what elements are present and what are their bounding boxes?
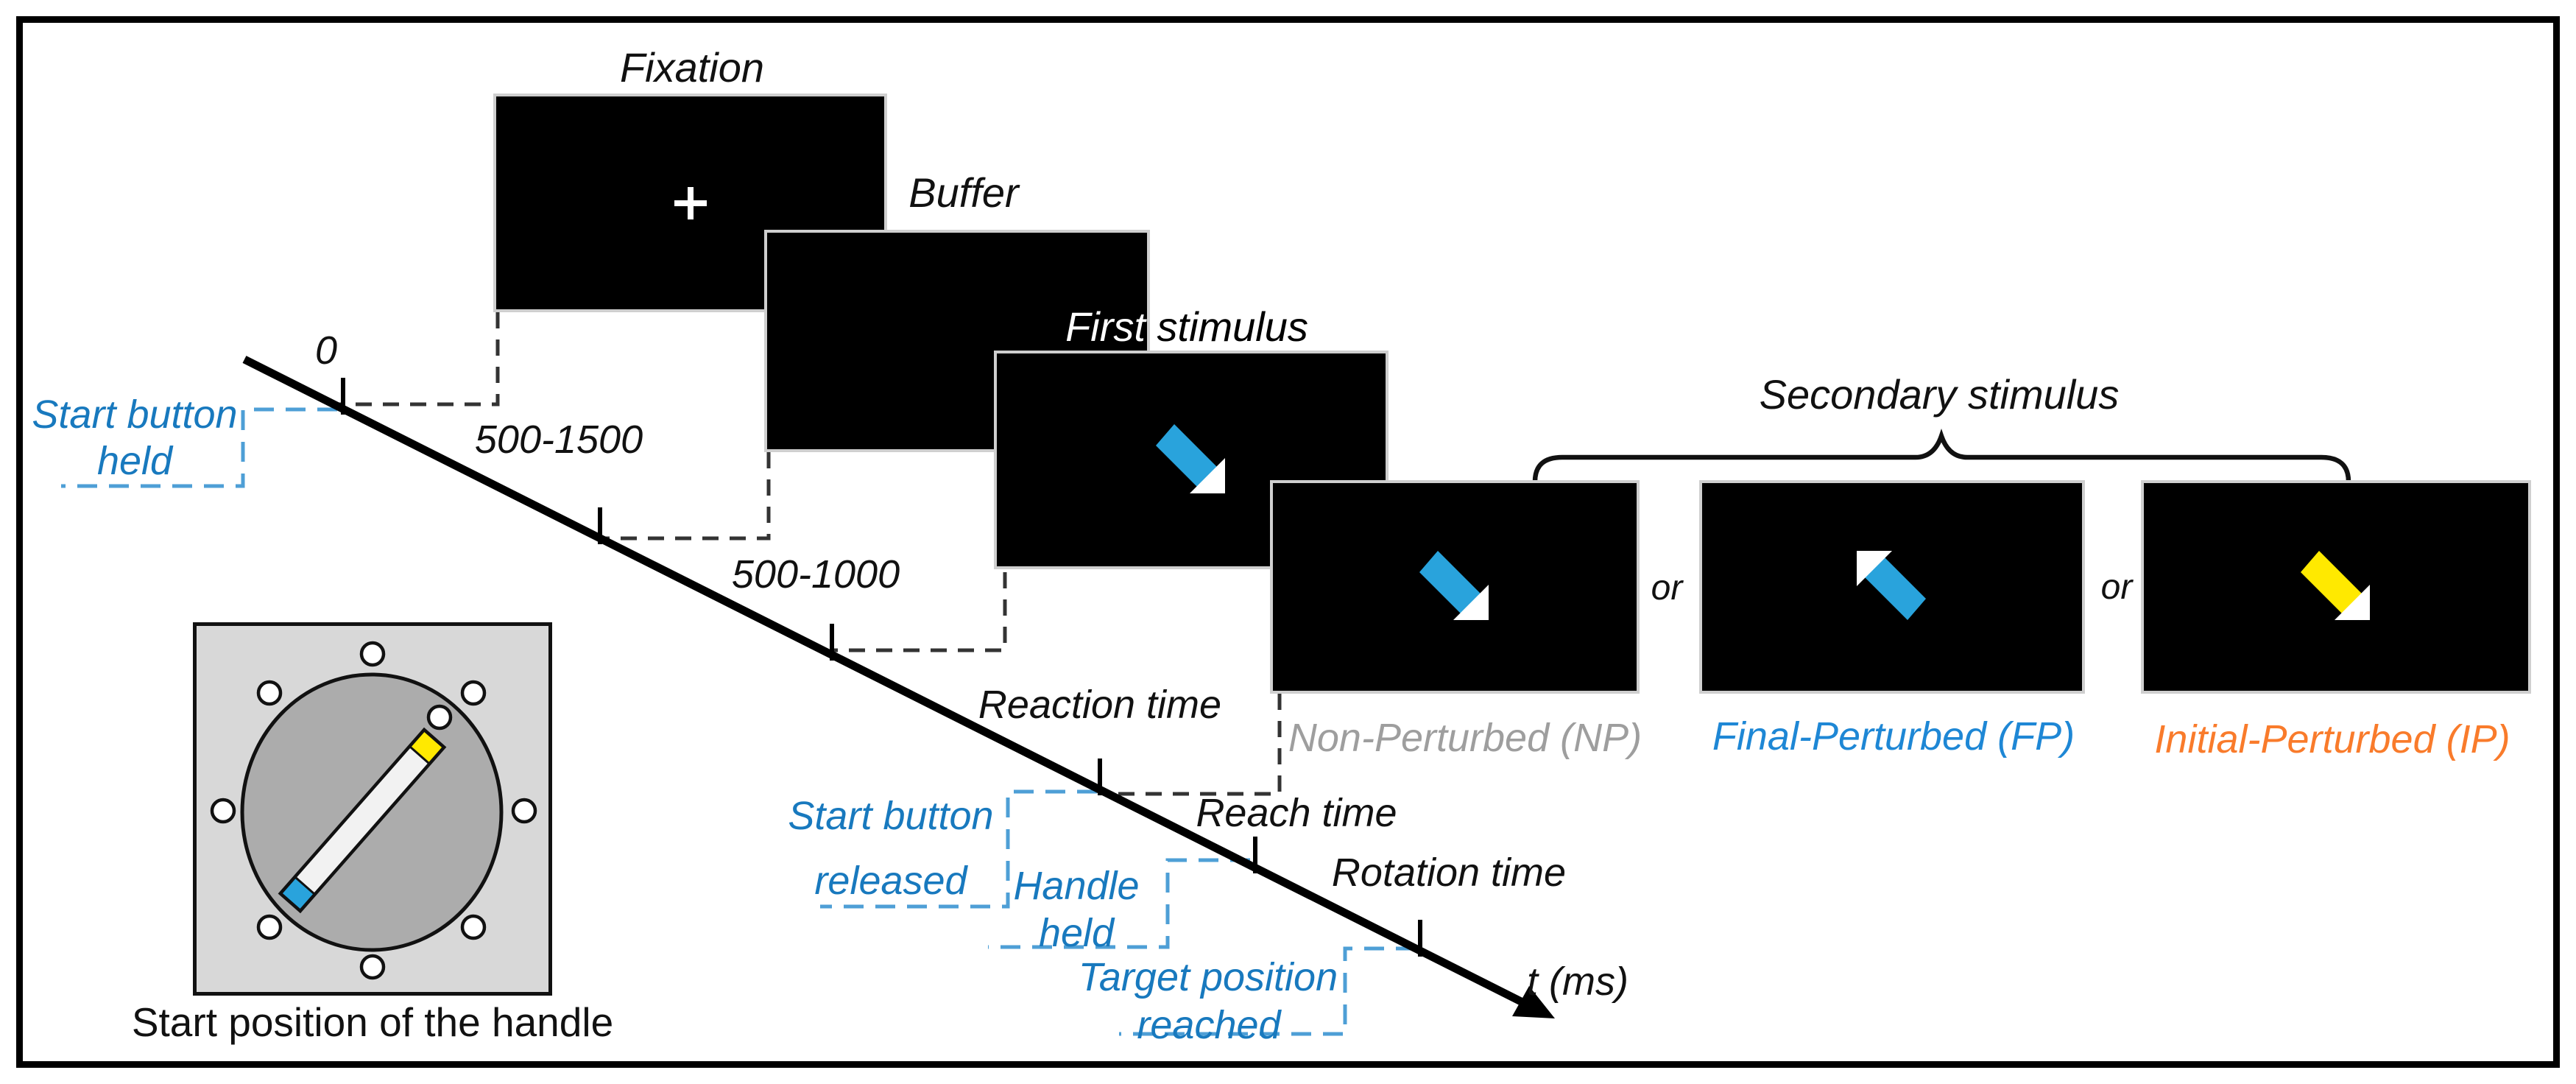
- timeline-axis-label: t (ms): [1527, 960, 1628, 1004]
- device-target-hole: [426, 704, 453, 731]
- event-label-start-button-released-line1: Start button: [788, 794, 994, 838]
- stage-label-first-stimulus: First stimulus: [1065, 303, 1308, 350]
- event-label-target-position-reached-line2: reached: [1137, 1003, 1281, 1047]
- timeline-origin-label: 0: [314, 328, 338, 373]
- figure-frame: [16, 16, 2560, 1068]
- stage-onset-dashed-connectors: [339, 312, 1282, 796]
- event-label-start-button-held-line1: Start button: [32, 393, 238, 437]
- timeline-axis: [242, 356, 1555, 1018]
- event-label-handle-held-line2: held: [1038, 911, 1115, 955]
- interval-label-reaction-time: Reaction time: [978, 683, 1222, 727]
- interval-label-reach-time: Reach time: [1196, 791, 1397, 835]
- condition-label-np: Non-Perturbed (NP): [1288, 716, 1642, 760]
- event-dashed-connectors: [61, 407, 1416, 1036]
- interval-label-buffer-duration: 500-1000: [731, 552, 900, 596]
- stage-label-fixation: Fixation: [619, 44, 765, 91]
- condition-label-ip: Initial-Perturbed (IP): [2154, 717, 2510, 761]
- stimulus-arrow-down-right-icon: [1156, 423, 1225, 493]
- event-label-handle-held-line1: Handle: [1013, 864, 1140, 908]
- timeline-ticks: [341, 378, 1422, 957]
- event-label-start-button-held-line2: held: [96, 439, 173, 483]
- or-label-2: or: [2100, 568, 2133, 607]
- device-screw-icons: [210, 641, 537, 980]
- device-handle: [278, 727, 447, 914]
- interval-label-rotation-time: Rotation time: [1331, 851, 1567, 895]
- interval-label-fixation-duration: 500-1500: [474, 418, 643, 462]
- event-label-start-button-released-line2: released: [814, 859, 967, 903]
- or-label-1: or: [1651, 569, 1683, 608]
- stimulus-arrow-up-left-icon: [1857, 551, 1926, 620]
- stimulus-arrow-down-right-icon: [1419, 551, 1489, 620]
- timeline-arrowhead-icon: [1512, 986, 1555, 1018]
- fixation-cross-icon: [674, 186, 707, 219]
- device-caption: Start position of the handle: [131, 999, 614, 1045]
- screen-first-stimulus: [994, 351, 1388, 569]
- screen-non-perturbed: [1270, 480, 1640, 694]
- stimulus-arrow-down-right-yellow-icon: [2301, 551, 2370, 620]
- handle-device-illustration: [193, 622, 552, 996]
- secondary-stimulus-title: Secondary stimulus: [1759, 371, 2120, 418]
- screen-initial-perturbed: [2141, 480, 2531, 694]
- event-label-target-position-reached-line1: Target position: [1078, 955, 1338, 999]
- secondary-stimulus-brace: [1532, 429, 2351, 482]
- condition-label-fp: Final-Perturbed (FP): [1712, 714, 2075, 759]
- stage-label-buffer: Buffer: [908, 169, 1019, 216]
- screen-final-perturbed: [1699, 480, 2085, 694]
